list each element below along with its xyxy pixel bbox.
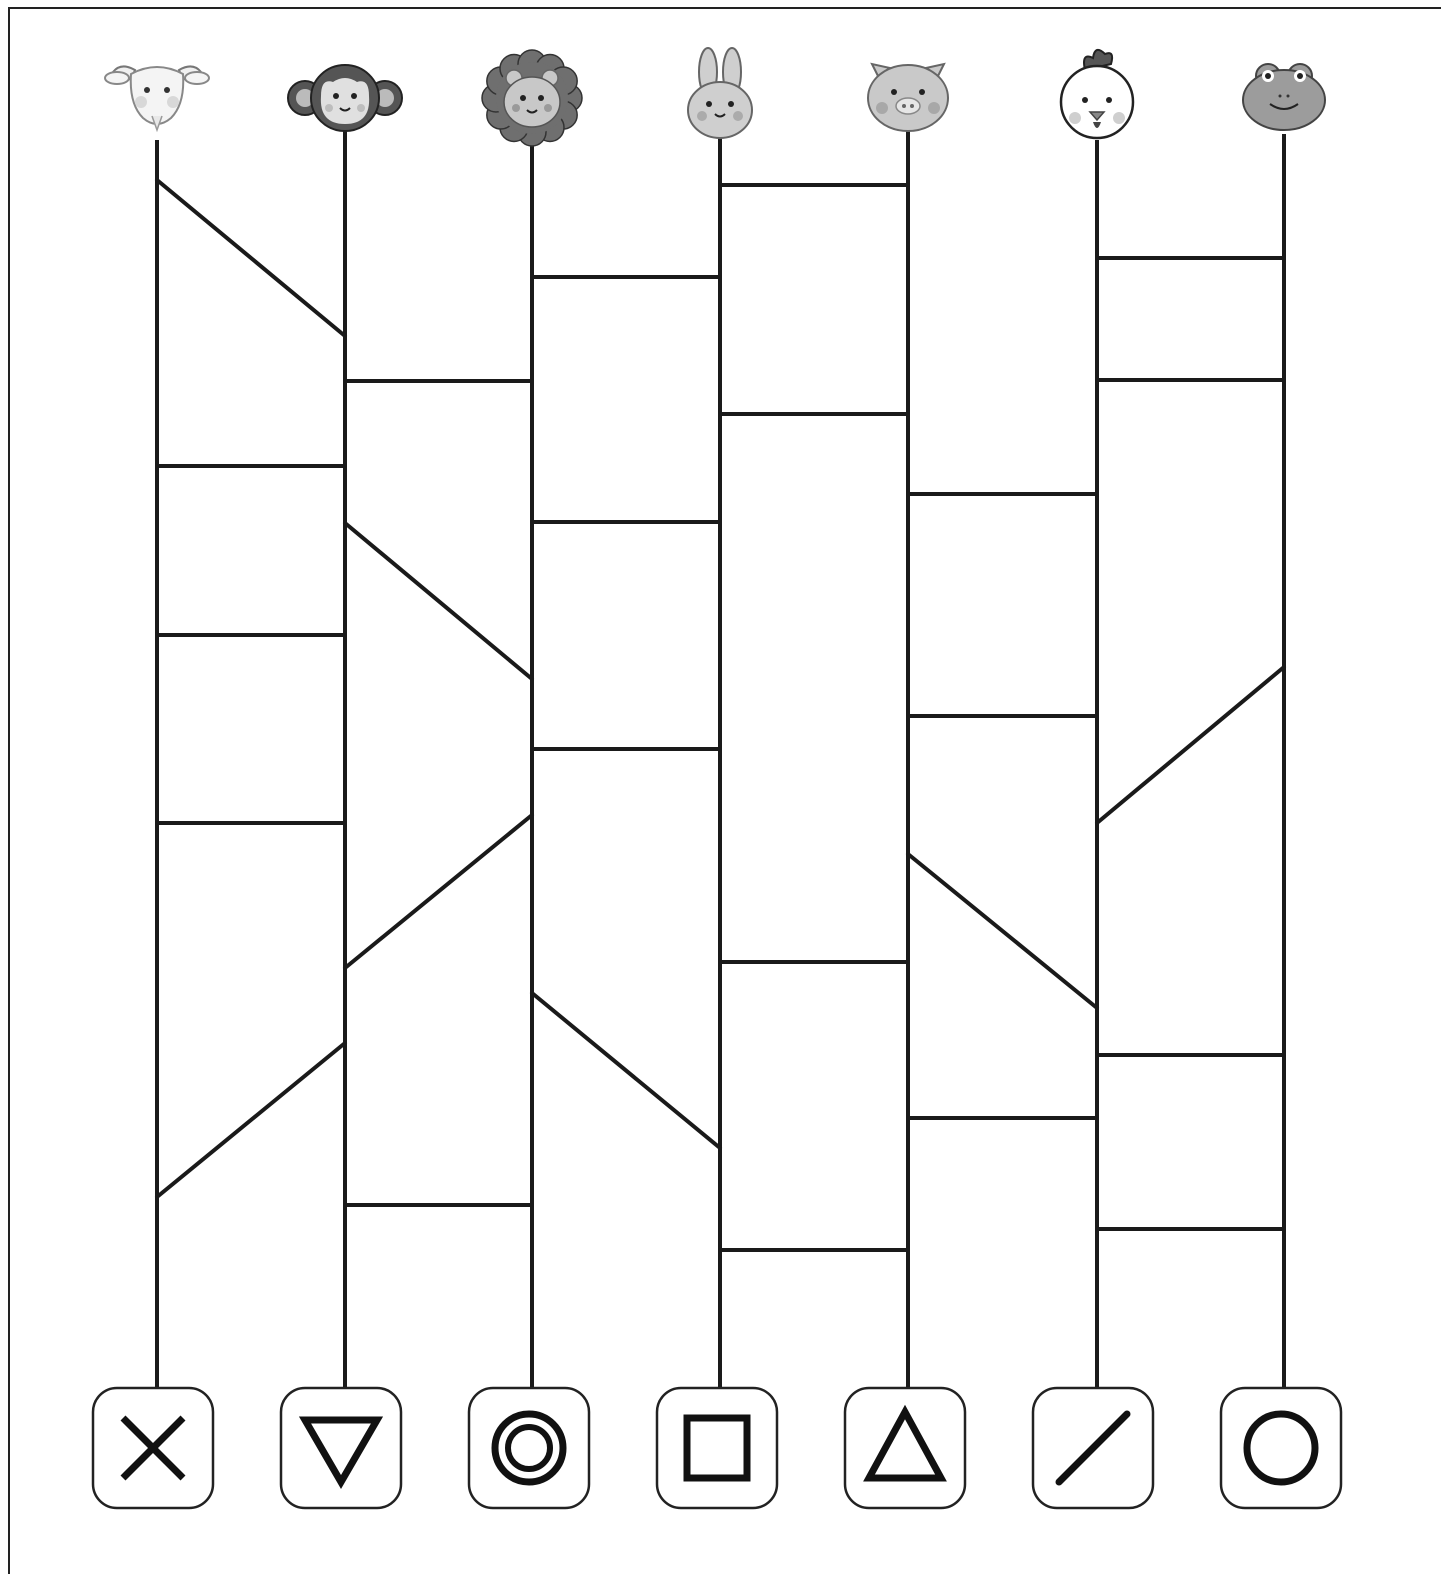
frog-icon <box>1243 64 1325 130</box>
symbol-box-square <box>657 1388 777 1508</box>
page-border <box>9 8 1441 1574</box>
symbol-box-frame <box>657 1388 777 1508</box>
symbol-box-circle <box>1221 1388 1341 1508</box>
symbol-box-frame <box>281 1388 401 1508</box>
symbol-box-frame <box>469 1388 589 1508</box>
symbol-box-down-triangle <box>281 1388 401 1508</box>
symbol-box-double-circle <box>469 1388 589 1508</box>
symbol-box-up-triangle <box>845 1388 965 1508</box>
symbol-box-frame <box>1221 1388 1341 1508</box>
symbol-box-slash <box>1033 1388 1153 1508</box>
pig-icon <box>868 64 948 131</box>
symbol-box-cross <box>93 1388 213 1508</box>
